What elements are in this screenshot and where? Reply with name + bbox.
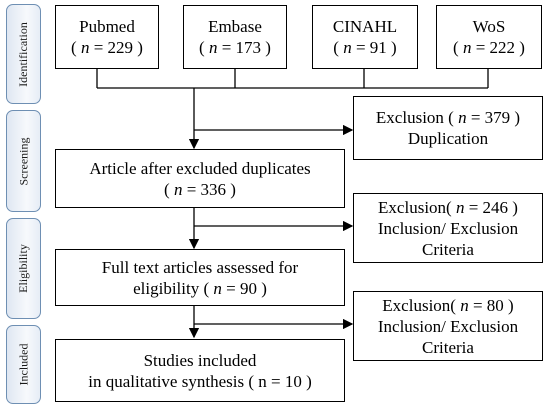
exclusion-screening-box: Exclusion( n = 246 ) Inclusion/ Exclusio… xyxy=(353,193,543,263)
source-name: Pubmed xyxy=(79,17,135,36)
after-duplicates-box: Article after excluded duplicates ( n = … xyxy=(55,149,345,208)
stage-screening: Screening xyxy=(6,110,41,212)
source-name: WoS xyxy=(472,17,506,36)
exclusion-eligibility-box: Exclusion( n = 80 ) Inclusion/ Exclusion… xyxy=(353,291,543,361)
source-count: ( n = 222 ) xyxy=(453,38,525,57)
source-name: Embase xyxy=(208,17,262,36)
source-box-cinahl: CINAHL ( n = 91 ) xyxy=(312,5,418,69)
included-box: Studies included in qualitative synthesi… xyxy=(55,339,345,402)
exclusion-duplication-box: Exclusion ( n = 379 ) Duplication xyxy=(353,96,543,160)
source-count: ( n = 229 ) xyxy=(71,38,143,57)
source-box-wos: WoS ( n = 222 ) xyxy=(436,5,542,69)
stage-included: Included xyxy=(6,325,41,404)
source-box-embase: Embase ( n = 173 ) xyxy=(183,5,287,69)
full-text-box: Full text articles assessed for eligibil… xyxy=(55,249,345,306)
source-count: ( n = 173 ) xyxy=(199,38,271,57)
source-box-pubmed: Pubmed ( n = 229 ) xyxy=(55,5,159,69)
stage-eligibility: Eligibility xyxy=(6,218,41,319)
source-name: CINAHL xyxy=(332,17,398,36)
source-count: ( n = 91 ) xyxy=(333,38,397,57)
stage-identification: Identification xyxy=(6,4,41,104)
